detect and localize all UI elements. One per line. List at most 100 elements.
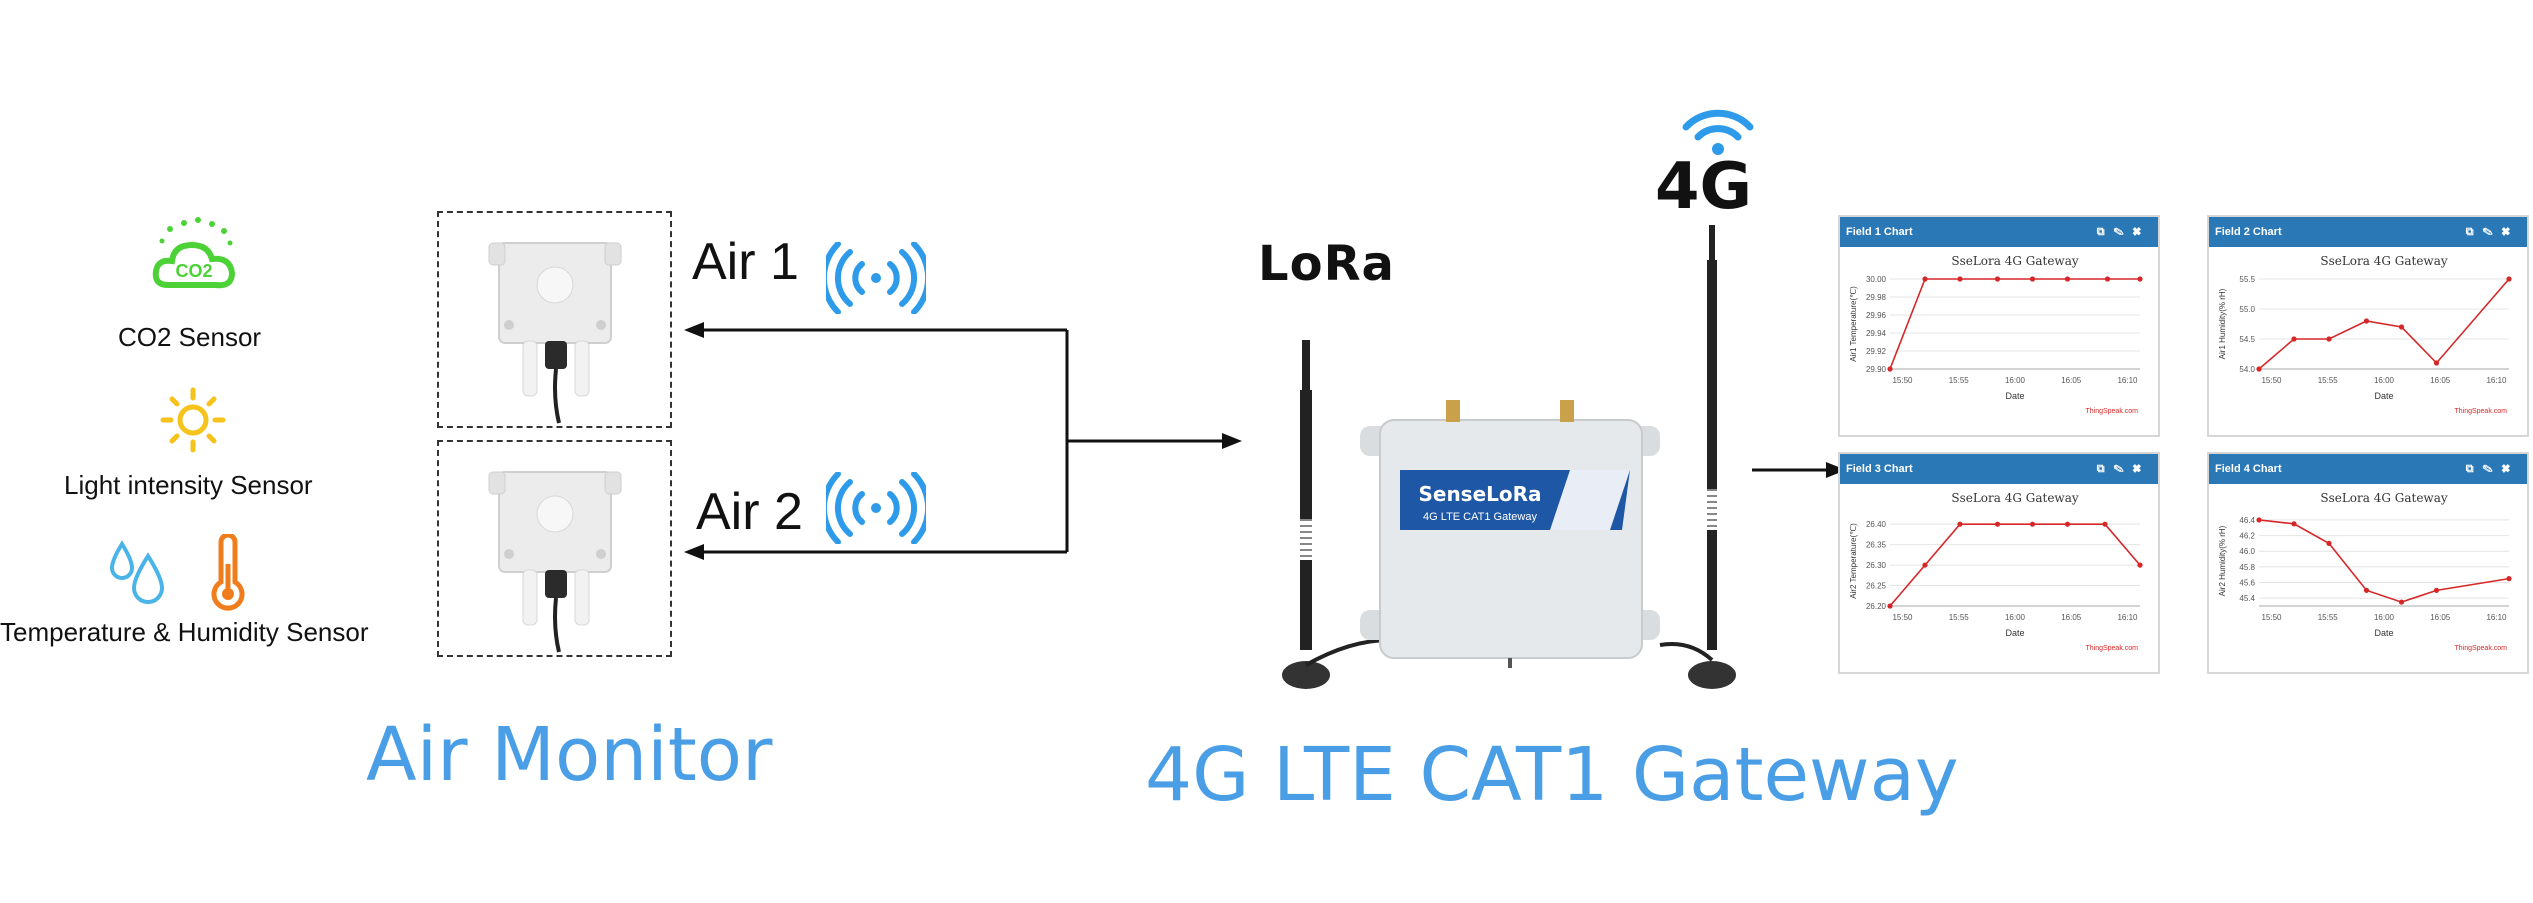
data-point [2326,540,2332,546]
series-line [2258,519,2510,603]
data-point [2398,324,2405,330]
data-point [1887,603,1893,609]
wifi-signal-icon [1682,109,1754,155]
y-tick-label: 26.30 [1866,561,1887,570]
y-tick-label: 45.4 [2239,594,2255,603]
y-tick-label: 29.92 [1866,347,1887,356]
data-point [2029,521,2036,527]
chart-footer: ThingSpeak.com [2454,645,2507,652]
droplets-icon [109,540,165,604]
data-point [2064,521,2071,527]
y-tick-label: 55.0 [2239,305,2255,314]
x-tick-label: 16:10 [2117,376,2138,385]
x-tick-label: 15:55 [1949,613,1970,622]
air2-label: Air 2 [696,483,803,541]
arrow-to-air2 [684,544,704,560]
thermometer-icon [211,534,245,611]
temp-humidity-sensor-label: Temperature & Humidity Sensor [0,617,369,647]
air2-device-box [437,440,672,657]
x-tick-label: 16:00 [2374,376,2395,385]
chart-footer: ThingSpeak.com [2454,408,2507,415]
y-tick-label: 29.90 [1866,365,1887,374]
arrow-to-cloud [1752,462,1846,478]
y-axis-label: Air2 Temperature(℃) [1849,523,1858,599]
y-tick-label: 54.0 [2239,365,2255,374]
data-point [1994,521,2001,527]
gateway-caption: 4G LTE CAT1 Gateway [1145,732,1959,818]
co2-sensor-label: CO2 Sensor [118,322,262,352]
x-tick-label: 15:50 [2261,376,2282,385]
data-point [2256,517,2262,523]
wireless-signal-icon [826,472,926,544]
x-tick-label: 16:00 [2005,613,2026,622]
panel-toolbar-icons[interactable]: ⧉✎✖ [2096,226,2150,238]
panel-title: Field 3 Chart [1846,463,1913,475]
data-point [2433,360,2440,366]
y-tick-label: 55.5 [2239,275,2255,284]
data-point [2137,276,2143,282]
x-axis-label: Date [2374,628,2393,638]
x-tick-label: 15:50 [2261,613,2282,622]
gateway-device-image: SenseLoRa 4G LTE CAT1 Gateway [1282,225,1736,689]
light-sensor-label: Light intensity Sensor [64,470,313,500]
line-chart: SseLora 4G Gateway26.2026.2526.3026.3526… [1849,491,2143,652]
data-point [1994,276,2001,282]
data-point [2326,336,2332,342]
chart-title: SseLora 4G Gateway [2320,491,2448,505]
data-point [2104,276,2111,282]
series-line [1889,523,2141,607]
chart-title: SseLora 4G Gateway [1951,254,2079,268]
data-point [2433,587,2440,593]
air-monitor-device-image [488,471,622,653]
x-tick-label: 16:10 [2117,613,2138,622]
panel-toolbar-icons[interactable]: ⧉✎✖ [2465,226,2519,238]
air1-label: Air 1 [692,233,799,291]
panel-title: Field 2 Chart [2215,226,2282,238]
x-tick-label: 16:00 [2374,613,2395,622]
y-tick-label: 26.20 [1866,602,1887,611]
wireless-signal-icon [826,242,926,314]
co2-icon-text: CO2 [175,261,212,281]
series-line [2258,278,2510,370]
y-tick-label: 29.96 [1866,311,1887,320]
lora-logo: LoRa [1258,236,1395,292]
data-point [2029,276,2036,282]
data-point [2363,318,2370,324]
gateway-brand-text: SenseLoRa [1418,482,1541,506]
chart-footer: ThingSpeak.com [2085,645,2138,652]
y-axis-label: Air1 Temperature(℃) [1849,286,1858,362]
panel-toolbar-icons[interactable]: ⧉✎✖ [2096,463,2150,475]
x-tick-label: 16:00 [2005,376,2026,385]
y-tick-label: 30.00 [1866,275,1887,284]
x-tick-label: 15:50 [1892,613,1913,622]
y-tick-label: 29.94 [1866,329,1887,338]
x-axis-label: Date [2005,391,2024,401]
y-tick-label: 54.5 [2239,335,2255,344]
x-tick-label: 16:10 [2486,376,2507,385]
arrow-to-air1 [684,322,704,338]
air-monitor-caption: Air Monitor [366,712,773,798]
panel-title: Field 4 Chart [2215,463,2282,475]
x-tick-label: 16:05 [2430,613,2451,622]
panel-toolbar-icons[interactable]: ⧉✎✖ [2465,463,2519,475]
y-tick-label: 46.0 [2239,547,2255,556]
sun-icon [160,387,226,453]
x-tick-label: 15:50 [1892,376,1913,385]
data-point [1957,276,1963,282]
data-point [2291,521,2297,527]
data-point [2506,576,2512,582]
x-tick-label: 16:05 [2430,376,2451,385]
data-point [1922,562,1928,568]
y-tick-label: 26.25 [1866,582,1887,591]
air-monitor-device-image [488,242,622,424]
y-tick-label: 45.6 [2239,579,2255,588]
y-tick-label: 46.4 [2239,516,2255,525]
x-tick-label: 15:55 [1949,376,1970,385]
y-tick-label: 26.35 [1866,541,1887,550]
data-point [2363,587,2370,593]
data-point [2291,336,2297,342]
data-point [2064,276,2071,282]
line-chart: SseLora 4G Gateway29.9029.9229.9429.9629… [1849,254,2143,415]
